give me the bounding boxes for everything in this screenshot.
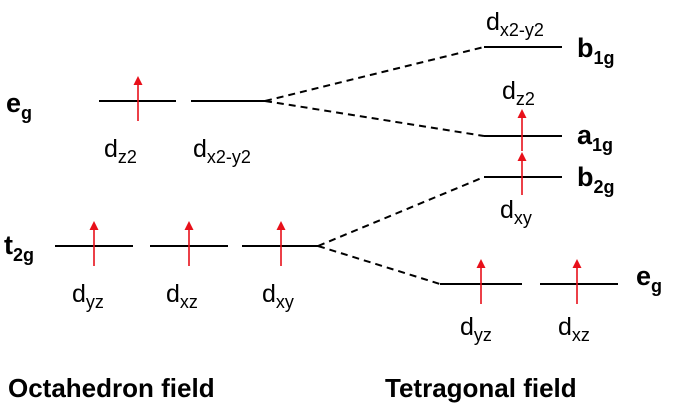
- oct-dxz-electron-arrow: [184, 221, 194, 266]
- tet-eg-symbol: eg: [636, 261, 662, 296]
- oct-dyz-label: dyz: [72, 280, 104, 312]
- oct-dxy-label: dxy: [262, 280, 294, 312]
- tet-dz2-label: dz2: [502, 77, 535, 109]
- tet-dxy-electron-arrow: [517, 152, 527, 195]
- connector-eg-to-b1g: [264, 46, 485, 102]
- tet-b2g-symbol: b2g: [577, 162, 615, 197]
- oct-t2g-symbol: t2g: [4, 230, 34, 265]
- tet-dyz-label: dyz: [460, 313, 492, 345]
- connector-t2g-to-b2g: [317, 176, 485, 247]
- oct-dxy-electron-arrow: [276, 221, 286, 266]
- oct-dx2y2-label: dx2-y2: [193, 135, 251, 167]
- tet-dz2-electron-arrow: [517, 109, 527, 151]
- oct-dz2-label: dz2: [104, 135, 137, 167]
- connector-t2g-to-eg: [317, 245, 441, 285]
- oct-eg-symbol: eg: [6, 88, 32, 123]
- connector-eg-to-a1g: [264, 100, 485, 137]
- oct-dyz-electron-arrow: [89, 221, 99, 266]
- tet-a1g-symbol: a1g: [577, 120, 613, 155]
- tet-dyz-electron-arrow: [476, 259, 486, 304]
- tet-dxz-label: dxz: [558, 313, 590, 345]
- tet-b1g-symbol: b1g: [577, 33, 615, 68]
- tetragonal-field-title: Tetragonal field: [385, 373, 577, 403]
- oct-dxz-label: dxz: [166, 280, 198, 312]
- oct-dz2-electron-arrow: [133, 76, 143, 121]
- octahedron-field-title: Octahedron field: [8, 373, 215, 403]
- tet-dx2y2-label: dx2-y2: [486, 8, 544, 40]
- tet-dxy-label: dxy: [500, 196, 532, 228]
- tet-dxz-electron-arrow: [572, 259, 582, 304]
